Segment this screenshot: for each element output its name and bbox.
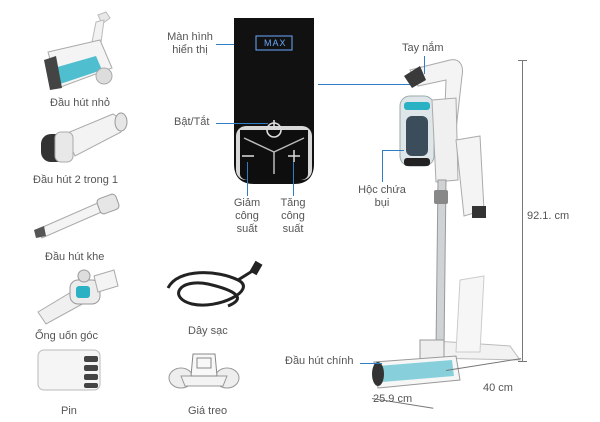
- wall-mount-image: [165, 346, 245, 396]
- wall-mount-label: Giá treo: [188, 405, 228, 417]
- crevice-tool-label: Đầu hút khe: [45, 251, 105, 263]
- handle-pointer: [424, 56, 425, 74]
- crevice-tool-image: [30, 188, 125, 243]
- angle-tube-label: Ống uốn góc: [35, 330, 98, 342]
- mini-brush-label: Đầu hút nhỏ: [50, 97, 110, 109]
- dust-bin-pointer-h: [382, 150, 404, 151]
- angle-tube-image: [32, 266, 122, 326]
- display-label: Màn hình hiển thị: [167, 31, 213, 56]
- height-dimension-label: 92.1. cm: [527, 210, 570, 222]
- dust-bin-label: Hộc chứa bụi: [358, 184, 406, 209]
- height-dimension-line: [522, 60, 523, 362]
- display-text: MAX: [264, 38, 287, 48]
- decrease-power-label: Giảm công suất: [233, 197, 261, 235]
- decrease-pointer: [247, 162, 248, 196]
- panel-to-body-pointer: [318, 84, 410, 85]
- increase-pointer: [293, 162, 294, 196]
- depth-dimension-label: 40 cm: [483, 382, 513, 394]
- height-dimension-cap-bottom: [518, 361, 527, 362]
- main-head-pointer: [360, 363, 382, 364]
- mini-brush-image: [40, 10, 120, 95]
- increase-power-label: Tăng công suất: [280, 197, 306, 235]
- charger-cable-image: [158, 258, 268, 318]
- charger-cable-label: Dây sạc: [188, 325, 228, 337]
- power-pointer: [216, 123, 268, 124]
- battery-label: Pin: [61, 405, 77, 417]
- stick-vacuum-image: [360, 40, 530, 400]
- battery-image: [36, 346, 116, 396]
- dust-bin-pointer: [382, 150, 383, 182]
- two-in-one-tool-image: [35, 108, 130, 168]
- height-dimension-cap-top: [518, 60, 527, 61]
- power-label: Bật/Tắt: [174, 116, 210, 128]
- handle-label: Tay nắm: [402, 42, 444, 54]
- two-in-one-tool-label: Đầu hút 2 trong 1: [33, 174, 119, 186]
- width-dimension-label: 25.9 cm: [373, 393, 413, 405]
- main-head-label: Đầu hút chính: [285, 355, 354, 367]
